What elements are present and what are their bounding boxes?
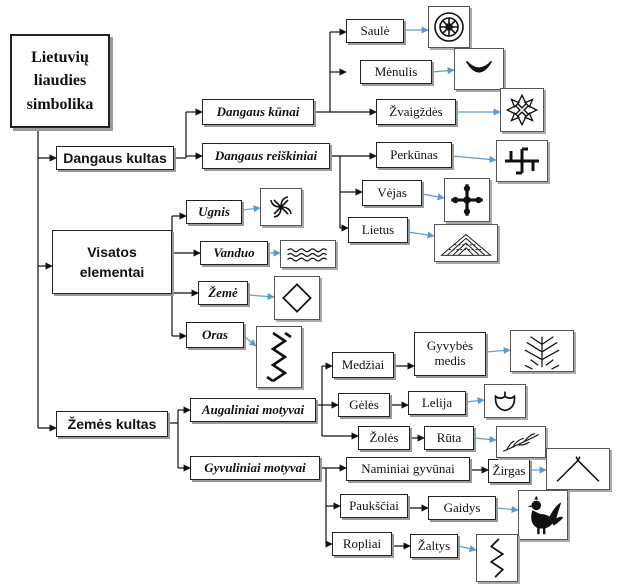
item-medziai: Medžiai [332, 352, 394, 378]
fire-whirl-icon [260, 188, 302, 226]
item-gaidys: Gaidys [428, 496, 496, 520]
sub-ugnis: Ugnis [186, 200, 242, 224]
item-zvaigzdes: Žvaigždės [376, 99, 456, 125]
item-zirgas: Žirgas [488, 459, 530, 483]
star-flower-icon [500, 88, 544, 132]
sub-oras: Oras [186, 322, 244, 348]
item-vejas: Vėjas [362, 180, 422, 206]
sun-symbol-icon [428, 6, 470, 48]
sub-augaliniai-motyvai: Augaliniai motyvai [190, 398, 316, 422]
root-node: Lietuvių liaudies simbolika [10, 34, 110, 128]
item-menulis: Mėnulis [360, 60, 432, 84]
item-saule: Saulė [346, 19, 404, 43]
item-ruta: Rūta [424, 426, 474, 450]
item-gyvybes-medis: Gyvybės medis [414, 332, 486, 376]
item-zoles: Žolės [358, 426, 410, 450]
sub-gyvuliniai-motyvai: Gyvuliniai motyvai [190, 456, 320, 480]
item-lelija: Lelija [408, 391, 466, 415]
sub-dangaus-reiskiniai: Dangaus reiškiniai [202, 143, 330, 169]
category-zemes-kultas: Žemės kultas [56, 411, 168, 437]
sub-vanduo: Vanduo [200, 241, 268, 265]
air-zigzag-icon [256, 326, 302, 388]
snake-zigzag-icon [476, 534, 518, 582]
sub-zeme: Žemė [198, 281, 248, 305]
wind-cross-icon [444, 178, 490, 222]
tree-of-life-icon [510, 330, 574, 372]
lily-icon [484, 384, 526, 418]
item-ropliai: Ropliai [332, 532, 392, 556]
horse-roof-icon [546, 448, 610, 490]
item-geles: Gėlės [338, 393, 390, 417]
category-visatos-elementai: Visatos elementai [52, 230, 172, 294]
item-perkunas: Perkūnas [376, 142, 452, 168]
item-naminiai-gyvunai: Naminiai gyvūnai [346, 457, 470, 481]
item-zaltys: Žaltys [410, 534, 458, 558]
rooster-icon [518, 490, 568, 540]
earth-rhombus-icon [274, 276, 320, 320]
thunder-cross-icon [496, 140, 548, 182]
crescent-moon-icon [454, 48, 504, 90]
item-paukstiai: Paukščiai [340, 494, 408, 518]
rue-sprig-icon [496, 426, 546, 458]
item-lietus: Lietus [348, 217, 408, 243]
water-waves-icon [280, 240, 336, 268]
sub-dangaus-kunai: Dangaus kūnai [202, 99, 314, 125]
rain-triangle-icon [434, 224, 498, 262]
category-dangaus-kultas: Dangaus kultas [56, 146, 174, 170]
